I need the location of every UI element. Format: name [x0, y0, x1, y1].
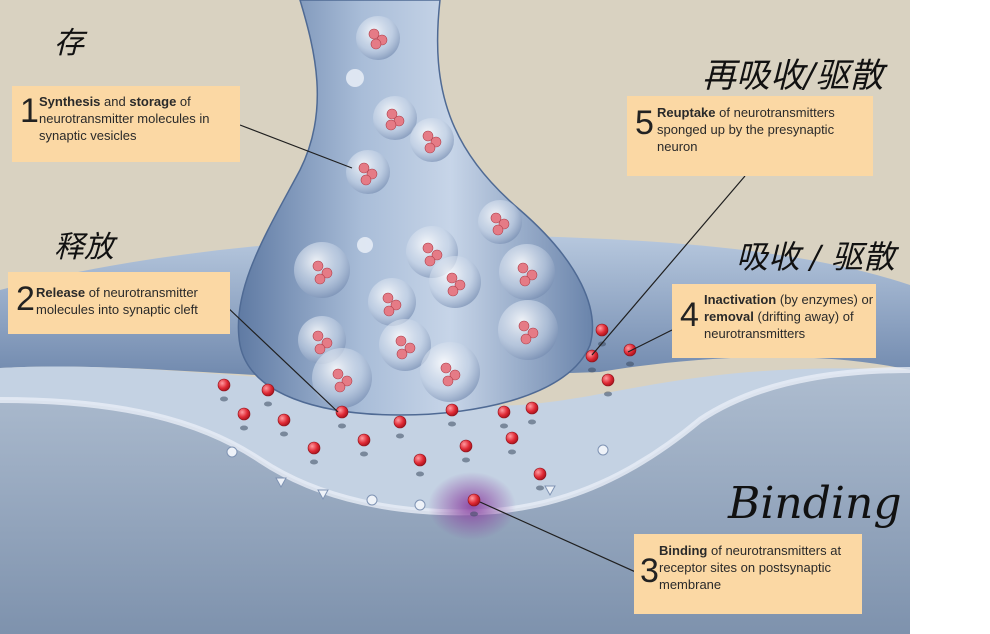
callout-term: Release	[36, 285, 86, 300]
callout-body: (drifting away) of neurotransmitters	[704, 309, 854, 341]
neurotransmitter-molecule	[533, 467, 547, 481]
molecule-shadow	[470, 511, 478, 517]
callout-term: Synthesis	[39, 94, 101, 109]
callout-text: Reuptake of neurotransmitters sponged up…	[657, 104, 869, 155]
handwritten-reuptake-note: 再吸收/驱散	[702, 56, 884, 96]
callout-term: Reuptake	[657, 105, 716, 120]
callout-body: of neurotransmitter molecules into synap…	[36, 285, 198, 317]
right-margin	[910, 0, 990, 634]
molecule-shadow	[500, 423, 508, 429]
callout-reuptake: 5 Reuptake of neurotransmitters sponged …	[627, 96, 873, 176]
callout-body: (by enzymes) or	[776, 292, 874, 307]
molecule-shadow	[264, 401, 272, 407]
receptor-activation-glow	[428, 472, 516, 540]
callout-text: Binding of neurotransmitters at receptor…	[659, 542, 859, 593]
molecule-shadow	[536, 485, 544, 491]
neurotransmitter-molecule	[413, 453, 427, 467]
neurotransmitter-molecule	[335, 405, 349, 419]
handwritten-release-note: 释放	[54, 230, 114, 265]
callout-release: 2 Release of neurotransmitter molecules …	[8, 272, 230, 334]
handwritten-binding-note: Binding	[728, 478, 902, 529]
neurotransmitter-molecule	[595, 323, 609, 337]
vesicle-contents	[312, 28, 539, 393]
callout-term: Binding	[659, 543, 708, 558]
molecule-shadow	[220, 396, 228, 402]
receptor-sites	[226, 444, 609, 511]
neurotransmitter-molecule	[277, 413, 291, 427]
callout-text: Inactivation (by enzymes) or removal (dr…	[704, 291, 874, 342]
callout-number: 3	[640, 552, 659, 590]
molecule-shadow	[338, 423, 346, 429]
neurotransmitter-molecule	[497, 405, 511, 419]
callout-inactivation-removal: 4 Inactivation (by enzymes) or removal (…	[672, 284, 876, 358]
molecule-shadow	[508, 449, 516, 455]
neurotransmitter-molecule	[217, 378, 231, 392]
molecule-shadow	[280, 431, 288, 437]
callout-term: removal	[704, 309, 754, 324]
neurotransmitter-molecule	[237, 407, 251, 421]
callout-term: storage	[129, 94, 177, 109]
leader-lines	[224, 124, 746, 575]
neurotransmitter-molecule	[307, 441, 321, 455]
neurotransmitter-molecules	[217, 323, 637, 517]
molecule-shadow	[360, 451, 368, 457]
callout-binding: 3 Binding of neurotransmitters at recept…	[634, 534, 862, 614]
callout-body: and	[100, 94, 130, 109]
molecule-shadow	[626, 361, 634, 367]
axon-terminal	[237, 0, 594, 416]
molecule-shadow	[528, 419, 536, 425]
handwritten-storage-note: 存	[54, 26, 84, 61]
callout-body: of neurotransmitters sponged up by the p…	[657, 105, 835, 154]
molecule-shadow	[588, 367, 596, 373]
molecule-shadow	[604, 391, 612, 397]
callout-term: Inactivation	[704, 292, 777, 307]
molecule-shadow	[448, 421, 456, 427]
callout-body: of neurotransmitters at receptor sites o…	[659, 543, 842, 592]
callout-number: 2	[16, 280, 35, 318]
neurotransmitter-molecule	[393, 415, 407, 429]
molecule-shadow	[310, 459, 318, 465]
molecule-shadow	[416, 471, 424, 477]
neurotransmitter-molecule	[505, 431, 519, 445]
neurotransmitter-molecule	[261, 383, 275, 397]
handwritten-inactivation-note: 吸收 / 驱散	[736, 238, 896, 276]
molecule-shadow	[396, 433, 404, 439]
neurotransmitter-molecule	[525, 401, 539, 415]
callout-text: Release of neurotransmitter molecules in…	[36, 284, 226, 318]
callout-text: Synthesis and storage of neurotransmitte…	[39, 93, 235, 144]
callout-synthesis-storage: 1 Synthesis and storage of neurotransmit…	[12, 86, 240, 162]
neurotransmitter-molecule	[445, 403, 459, 417]
callout-number: 5	[635, 104, 654, 142]
molecule-shadow	[462, 457, 470, 463]
neurotransmitter-molecule	[585, 349, 599, 363]
neurotransmitter-molecule	[601, 373, 615, 387]
callout-number: 1	[20, 92, 39, 130]
neurotransmitter-molecule	[459, 439, 473, 453]
callout-number: 4	[680, 296, 699, 334]
neurotransmitter-molecule	[467, 493, 481, 507]
neurotransmitter-molecule	[357, 433, 371, 447]
neurotransmitter-molecule	[623, 343, 637, 357]
molecule-shadow	[240, 425, 248, 431]
callout-body: of neurotransmitter molecules in synapti…	[39, 94, 210, 143]
